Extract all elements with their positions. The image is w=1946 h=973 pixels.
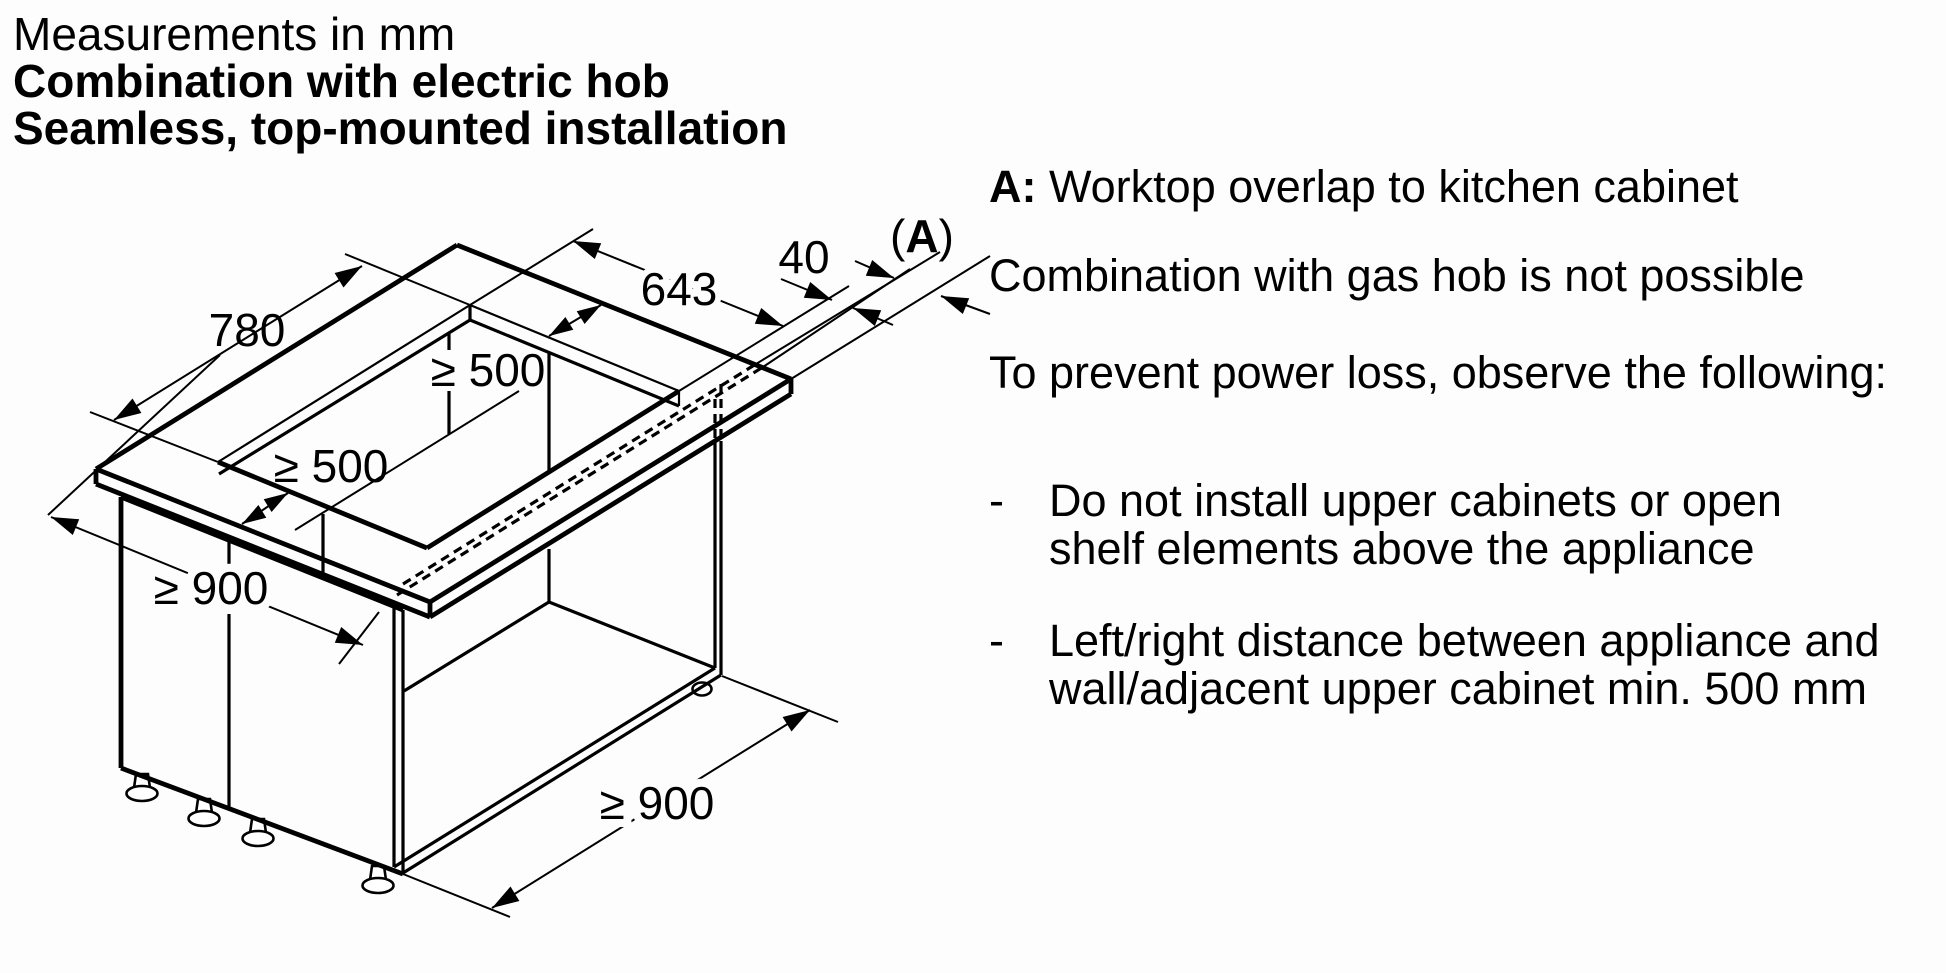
svg-text:780: 780 bbox=[209, 304, 286, 356]
svg-text:≥ 900: ≥ 900 bbox=[600, 777, 715, 829]
svg-text:≥ 500: ≥ 500 bbox=[431, 344, 546, 396]
svg-text:643: 643 bbox=[641, 263, 718, 315]
svg-text:(A): (A) bbox=[890, 210, 954, 262]
svg-text:40: 40 bbox=[778, 231, 829, 283]
svg-text:≥ 900: ≥ 900 bbox=[154, 562, 269, 614]
svg-text:≥ 500: ≥ 500 bbox=[274, 440, 389, 492]
